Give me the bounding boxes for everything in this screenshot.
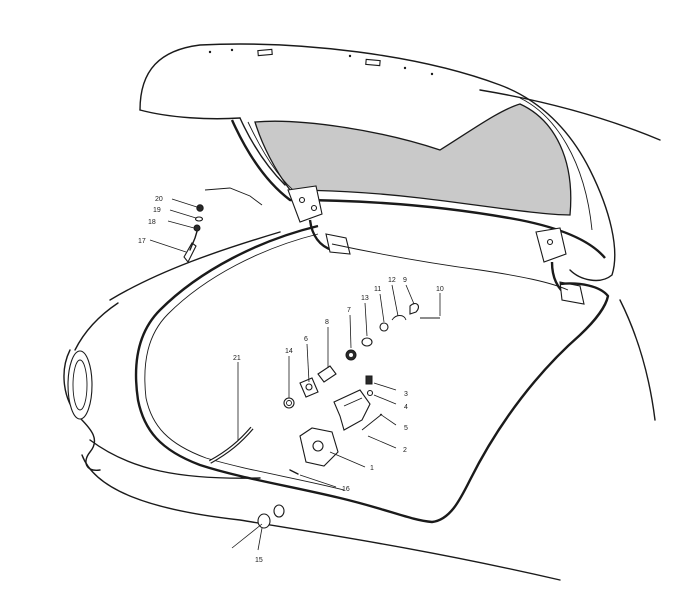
lock-assembly-parts bbox=[283, 303, 440, 409]
support-rod-part bbox=[183, 204, 204, 264]
callout-15: 15 bbox=[255, 557, 263, 564]
callout-9: 9 bbox=[403, 277, 407, 284]
callout-19: 19 bbox=[153, 207, 161, 214]
leader-lines bbox=[149, 198, 441, 551]
callout-2: 2 bbox=[403, 447, 407, 454]
callout-4: 4 bbox=[404, 404, 408, 411]
callout-6: 6 bbox=[304, 336, 308, 343]
callout-1: 1 bbox=[370, 465, 374, 472]
callout-11: 11 bbox=[374, 286, 381, 293]
car-body bbox=[63, 89, 661, 581]
boot-lid bbox=[139, 43, 616, 282]
callout-5: 5 bbox=[404, 425, 408, 432]
callout-20: 20 bbox=[155, 196, 163, 203]
callout-7: 7 bbox=[347, 307, 351, 314]
latch-assembly-parts bbox=[289, 375, 383, 475]
callout-13: 13 bbox=[361, 295, 369, 302]
callout-12: 12 bbox=[388, 277, 396, 284]
callout-21: 21 bbox=[233, 355, 241, 362]
callout-10: 10 bbox=[436, 286, 444, 293]
callout-16: 16 bbox=[342, 486, 350, 493]
callout-18: 18 bbox=[148, 219, 156, 226]
trunk-opening-seal bbox=[134, 224, 610, 524]
callout-3: 3 bbox=[404, 391, 408, 398]
callout-17: 17 bbox=[138, 238, 146, 245]
hinge-left bbox=[287, 185, 351, 255]
callout-labels: 1 2 3 4 5 6 7 8 9 10 11 12 13 14 15 16 1… bbox=[138, 196, 444, 564]
callout-14: 14 bbox=[285, 348, 293, 355]
hinge-right bbox=[535, 227, 585, 305]
seal-strip-part bbox=[209, 426, 254, 464]
callout-8: 8 bbox=[325, 319, 329, 326]
